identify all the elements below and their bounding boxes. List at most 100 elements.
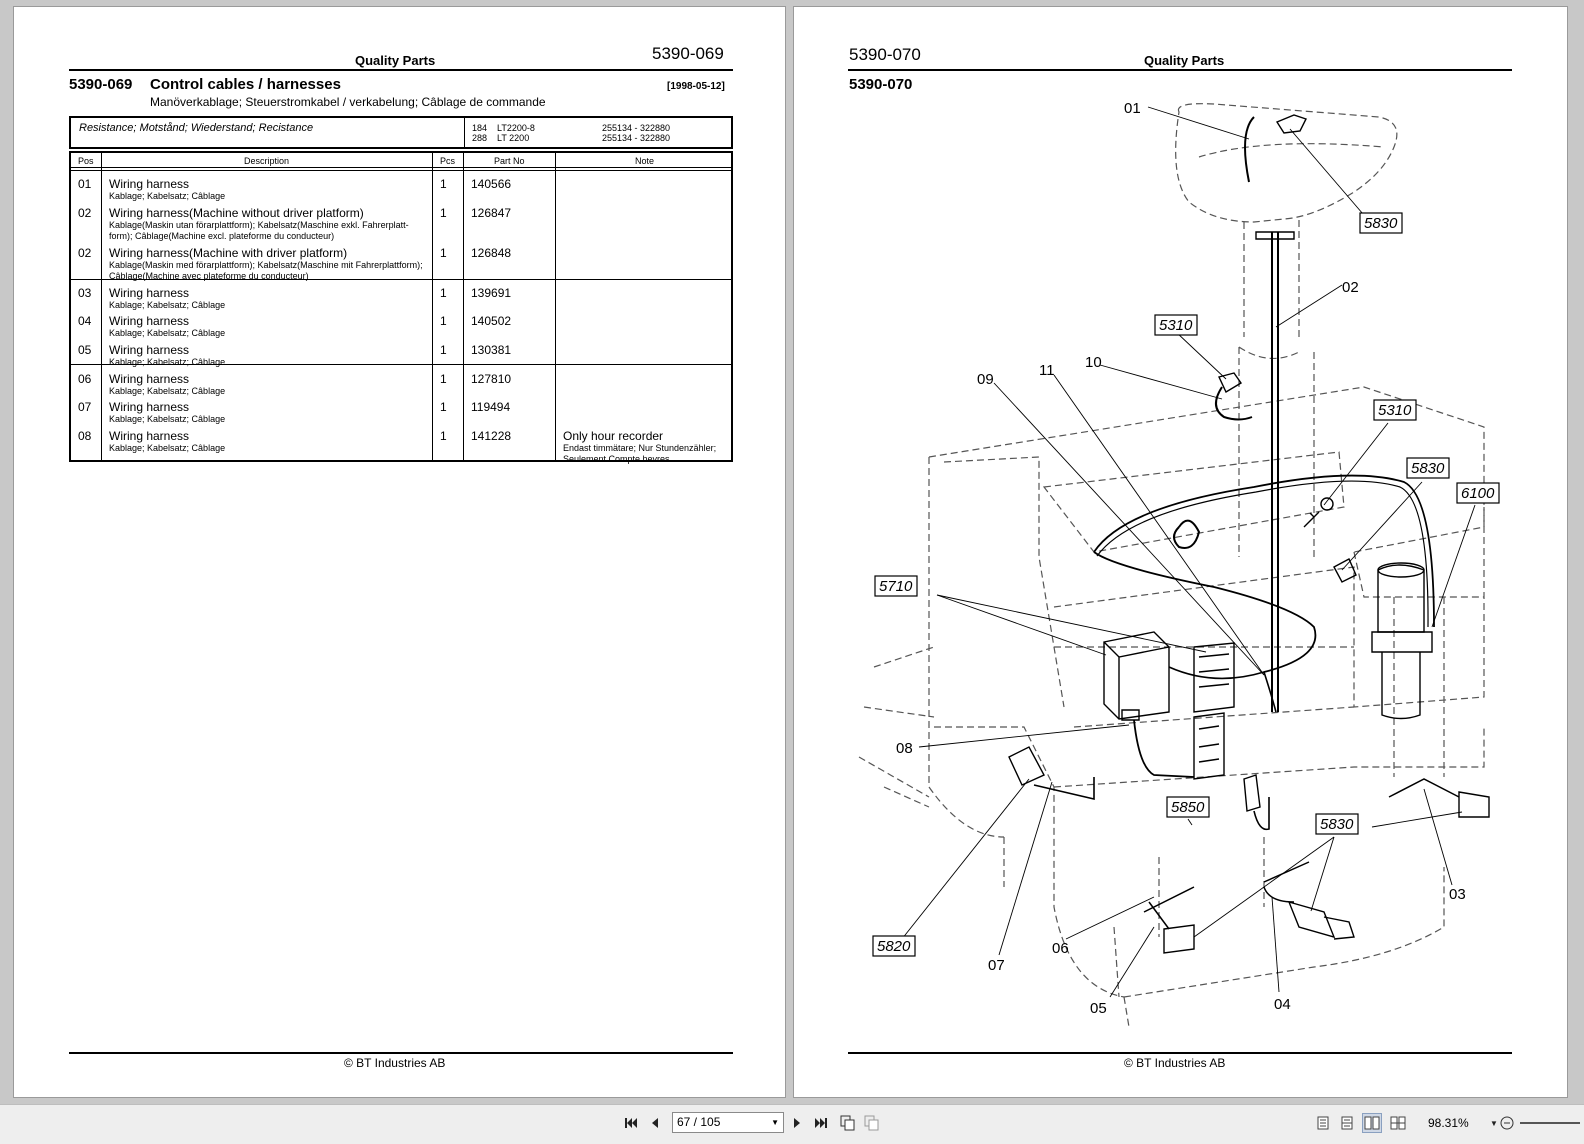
row-pos: 03 — [78, 286, 92, 300]
footer-rule — [848, 1052, 1512, 1054]
components — [1008, 114, 1490, 954]
first-page-icon — [625, 1118, 637, 1128]
continuous-view-button[interactable] — [1337, 1113, 1357, 1133]
previous-page-icon — [652, 1118, 658, 1128]
section-subtitle: Manöverkablage; Steuerstromkabel / verka… — [150, 95, 546, 109]
callout-03: 03 — [1449, 886, 1466, 903]
row-part-no: 119494 — [471, 400, 511, 414]
zoom-out-button[interactable] — [1497, 1113, 1517, 1133]
row-description-sub: Kablage; Kabelsatz; Câblage — [109, 328, 226, 338]
row-part-no: 130381 — [471, 343, 512, 357]
row-description: Wiring harness — [109, 286, 190, 300]
row-description: Wiring harness(Machine without driver pl… — [109, 206, 364, 220]
row-description-sub: Kablage; Kabelsatz; Câblage — [109, 414, 226, 424]
row-pcs: 1 — [440, 286, 447, 300]
section-title: Control cables / harnesses — [150, 76, 341, 93]
callout-10: 10 — [1085, 354, 1102, 371]
viewer-toolbar: 67 / 105 ▼ 98.31% ▼ — [0, 1104, 1584, 1144]
callout-01: 01 — [1124, 100, 1141, 117]
single-page-view-button[interactable] — [1313, 1113, 1333, 1133]
row-description: Wiring harness — [109, 343, 190, 357]
row-pos: 06 — [78, 372, 92, 386]
info-label: Resistance; Motstånd; Wiederstand; Recis… — [79, 122, 314, 134]
callout-labels: 01 02 03 04 05 06 07 08 09 11 10 — [896, 100, 1466, 1017]
boxed-callout-5830: 5830 — [1411, 460, 1445, 477]
last-page-icon — [815, 1118, 827, 1128]
model-serial: 255134 - 322880 — [602, 133, 671, 143]
row-description: Wiring harness — [109, 400, 190, 414]
section-number: 5390-070 — [849, 76, 913, 93]
col-header-description: Description — [244, 156, 290, 166]
copy-button[interactable] — [838, 1113, 858, 1133]
row-pcs: 1 — [440, 206, 447, 220]
row-description-sub: Kablage; Kabelsatz; Câblage — [109, 357, 226, 367]
row-part-no: 126847 — [471, 206, 512, 220]
callout-08: 08 — [896, 740, 913, 757]
left-page: Quality Parts 5390-069 5390-069 Control … — [13, 6, 786, 1098]
row-description-sub: Kablage; Kabelsatz; Câblage — [109, 386, 226, 396]
two-page-continuous-button[interactable] — [1388, 1113, 1408, 1133]
row-description-sub: Kablage(Maskin utan förarplattform); Kab… — [109, 220, 409, 241]
row-description-sub: Kablage; Kabelsatz; Câblage — [109, 443, 226, 453]
model-code: 184 — [472, 123, 488, 133]
row-part-no: 139691 — [471, 286, 512, 300]
row-pcs: 1 — [440, 314, 447, 328]
single-page-icon — [1317, 1116, 1329, 1130]
last-page-button[interactable] — [811, 1113, 831, 1133]
leader-lines — [893, 106, 1476, 998]
zoom-slider[interactable] — [1520, 1122, 1580, 1124]
row-description-sub: Kablage(Maskin med förarplattform); Kabe… — [109, 260, 423, 281]
row-pos: 08 — [78, 429, 92, 443]
header-page-number: 5390-070 — [849, 45, 921, 64]
zoom-dropdown-button[interactable]: ▼ — [1484, 1113, 1504, 1133]
row-part-no: 141228 — [471, 429, 512, 443]
copy-icon — [840, 1115, 855, 1131]
previous-page-button[interactable] — [645, 1113, 665, 1133]
boxed-callout-5850: 5850 — [1171, 799, 1205, 816]
boxed-callout-5820: 5820 — [877, 938, 911, 955]
row-description: Wiring harness(Machine with driver platf… — [109, 246, 348, 260]
callout-10-11: 11 — [1039, 362, 1055, 379]
section-number: 5390-069 — [69, 76, 133, 93]
model-name: LT 2200 — [497, 133, 530, 143]
row-part-no: 127810 — [471, 372, 512, 386]
boxed-callouts: 5830 5310 5310 5830 6100 5710 5850 5830 … — [872, 212, 1500, 957]
parts-table: Pos Description Pcs Part No Note 01 Wiri… — [69, 151, 733, 464]
two-page-icon — [1364, 1116, 1380, 1130]
row-description-sub: Kablage; Kabelsatz; Câblage — [109, 300, 226, 310]
col-header-note: Note — [635, 156, 655, 166]
callout-09: 09 — [977, 371, 994, 388]
row-part-no: 140566 — [471, 177, 512, 191]
paste-button[interactable] — [862, 1113, 882, 1133]
next-page-button[interactable] — [787, 1113, 807, 1133]
row-pcs: 1 — [440, 372, 447, 386]
two-page-continuous-icon — [1390, 1116, 1406, 1130]
boxed-callout-5310: 5310 — [1378, 402, 1412, 419]
footer-copyright: © BT Industries AB — [1124, 1056, 1226, 1070]
header-page-number: 5390-069 — [652, 44, 724, 63]
boxed-callout-5830: 5830 — [1320, 816, 1354, 833]
row-pos: 02 — [78, 206, 92, 220]
row-pcs: 1 — [440, 177, 447, 191]
header-quality-parts: Quality Parts — [1144, 53, 1225, 68]
info-box: Resistance; Motstånd; Wiederstand; Recis… — [69, 116, 733, 149]
callout-04: 04 — [1274, 996, 1291, 1013]
model-serial: 255134 - 322880 — [602, 123, 671, 133]
row-pos: 05 — [78, 343, 92, 357]
zoom-out-icon — [1500, 1116, 1514, 1130]
boxed-callout-5710: 5710 — [879, 578, 913, 595]
two-page-view-button[interactable] — [1362, 1113, 1382, 1133]
row-note-sub: Endast timmätare; Nur Stundenzähler; Seu… — [563, 443, 717, 464]
page-number-input[interactable]: 67 / 105 ▼ — [672, 1112, 784, 1133]
col-header-part-no: Part No — [494, 156, 525, 166]
row-pcs: 1 — [440, 400, 447, 414]
boxed-callout-5310: 5310 — [1159, 317, 1193, 334]
header-rule — [69, 69, 733, 71]
row-note: Only hour recorder — [563, 429, 664, 443]
row-description: Wiring harness — [109, 314, 190, 328]
first-page-button[interactable] — [621, 1113, 641, 1133]
row-part-no: 126848 — [471, 246, 512, 260]
callout-05: 05 — [1090, 1000, 1107, 1017]
footer-rule — [69, 1052, 733, 1054]
row-pcs: 1 — [440, 343, 447, 357]
